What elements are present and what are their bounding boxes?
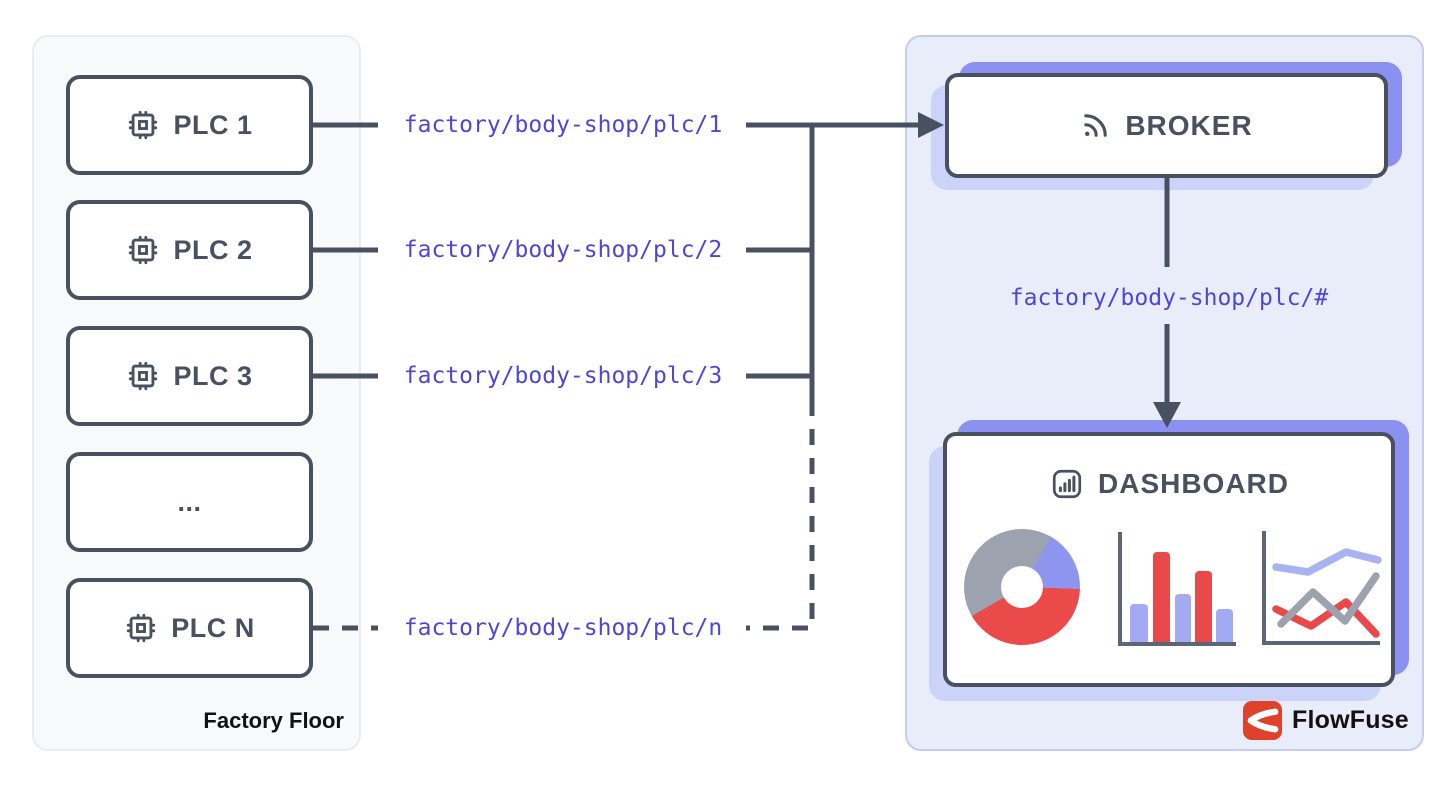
donut-hole [1001, 566, 1043, 608]
bar [1216, 609, 1233, 642]
bar-chart-icon [1049, 466, 1085, 502]
flowfuse-brand: FlowFuse [1243, 701, 1409, 740]
cpu-icon [126, 359, 160, 393]
dashboard-label: DASHBOARD [1098, 468, 1289, 499]
plc-node-3: PLC 3 [66, 326, 313, 426]
factory-floor-label: Factory Floor [203, 708, 344, 733]
line-chart [1262, 531, 1382, 645]
plc-node-n: PLC N [66, 578, 313, 678]
topic-label-wildcard: factory/body-shop/plc/# [1009, 285, 1329, 311]
dashboard-title: DASHBOARD [947, 466, 1391, 502]
broker-node: BROKER [945, 73, 1388, 178]
flowfuse-logo [1243, 701, 1282, 740]
topic-label-plcn: factory/body-shop/plc/n [403, 615, 723, 641]
plc-label: ... [177, 486, 202, 517]
donut-chart [964, 529, 1080, 645]
cpu-icon [124, 611, 158, 645]
plc-node-1: PLC 1 [66, 75, 313, 175]
topic-label-plc3: factory/body-shop/plc/3 [403, 363, 723, 389]
plc-node-2: PLC 2 [66, 200, 313, 300]
bar [1195, 571, 1212, 642]
bar [1130, 604, 1148, 642]
plc-label: PLC 3 [173, 360, 253, 391]
topic-label-plc1: factory/body-shop/plc/1 [403, 112, 723, 138]
broker-label: BROKER [1125, 109, 1253, 141]
bar [1175, 594, 1191, 642]
line-chart-svg [1272, 548, 1382, 638]
plc-node-ellipsis: ... [66, 452, 313, 552]
plc-label: PLC 2 [173, 234, 253, 265]
topic-label-plc2: factory/body-shop/plc/2 [403, 237, 723, 263]
dashboard-node: DASHBOARD [943, 432, 1395, 687]
plc-label: PLC 1 [173, 109, 253, 140]
plc-label: PLC N [171, 612, 255, 643]
bar-chart [1118, 532, 1236, 646]
cpu-icon [126, 233, 160, 267]
flowfuse-label: FlowFuse [1292, 706, 1409, 734]
rss-icon [1080, 110, 1111, 141]
cpu-icon [126, 108, 160, 142]
bar [1153, 552, 1170, 642]
